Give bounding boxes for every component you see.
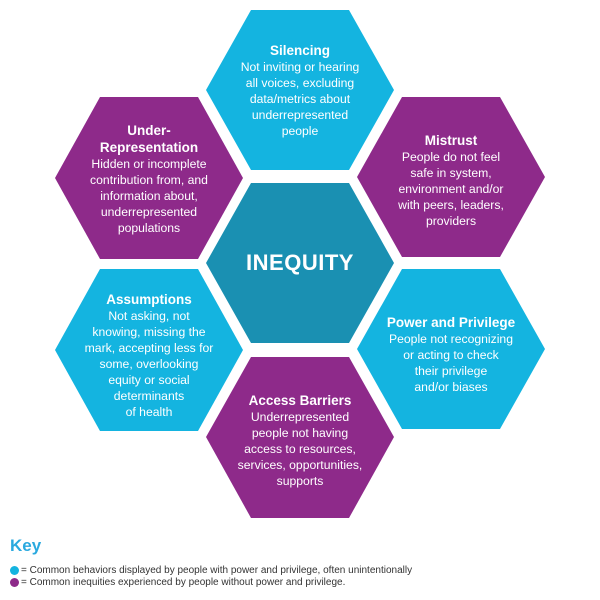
hex-title: Assumptions — [106, 291, 192, 307]
hex-title: Access Barriers — [248, 392, 352, 408]
hexagon-access-barriers — [206, 357, 394, 518]
inequity-hexagon-diagram: Silencing Not inviting or hearing all vo… — [55, 10, 545, 518]
hex-description: Hidden or incomplete contribution from, … — [90, 157, 208, 235]
key-item-label: = Common behaviors displayed by people w… — [21, 564, 413, 576]
hex-description: People do not feel safe in system, envir… — [398, 149, 504, 228]
hexagon-mistrust — [357, 97, 545, 257]
hex-text-mistrust: Mistrust People do not feel safe in syst… — [364, 132, 538, 228]
hex-description: People not recognizing or acting to chec… — [389, 331, 513, 394]
hex-title: Mistrust — [424, 132, 478, 148]
key-title: Key — [10, 536, 42, 555]
hexagon-assumptions — [55, 269, 243, 431]
hex-text-assumptions: Assumptions Not asking, not knowing, mis… — [62, 291, 236, 419]
hex-text-access-barriers: Access Barriers Underrepresented people … — [206, 392, 394, 488]
hexagon-under-representation — [55, 97, 243, 259]
hexagon-silencing — [206, 10, 394, 170]
hex-text-power-and-privilege: Power and Privilege People not recognizi… — [362, 314, 540, 394]
hex-description: Not asking, not knowing, missing the mar… — [84, 308, 214, 419]
purple-dot-icon — [10, 577, 19, 587]
key-item-inequities: = Common inequities experienced by peopl… — [10, 576, 590, 588]
key-item-behaviors: = Common behaviors displayed by people w… — [10, 564, 590, 576]
hex-text-under-representation: Under- Representation Hidden or incomple… — [62, 123, 236, 235]
hex-title: Under- Representation — [99, 123, 199, 155]
hex-description: Not inviting or hearing all voices, excl… — [240, 59, 360, 138]
legend-key: Key = Common behaviors displayed by peop… — [10, 536, 590, 588]
cyan-dot-icon — [10, 565, 19, 575]
hexagon-power-and-privilege — [357, 269, 545, 429]
hex-title: Silencing — [269, 42, 330, 58]
center-title: INEQUITY — [246, 250, 354, 275]
hexagon-shapes — [55, 10, 545, 518]
hex-text-inequity-center: INEQUITY — [206, 243, 394, 283]
hex-title: Power and Privilege — [386, 314, 516, 330]
key-item-label: = Common inequities experienced by peopl… — [21, 576, 346, 588]
hex-description: Underrepresented people not having acces… — [237, 409, 363, 488]
hexagon-inequity-center — [206, 183, 394, 343]
hex-text-silencing: Silencing Not inviting or hearing all vo… — [206, 42, 394, 138]
